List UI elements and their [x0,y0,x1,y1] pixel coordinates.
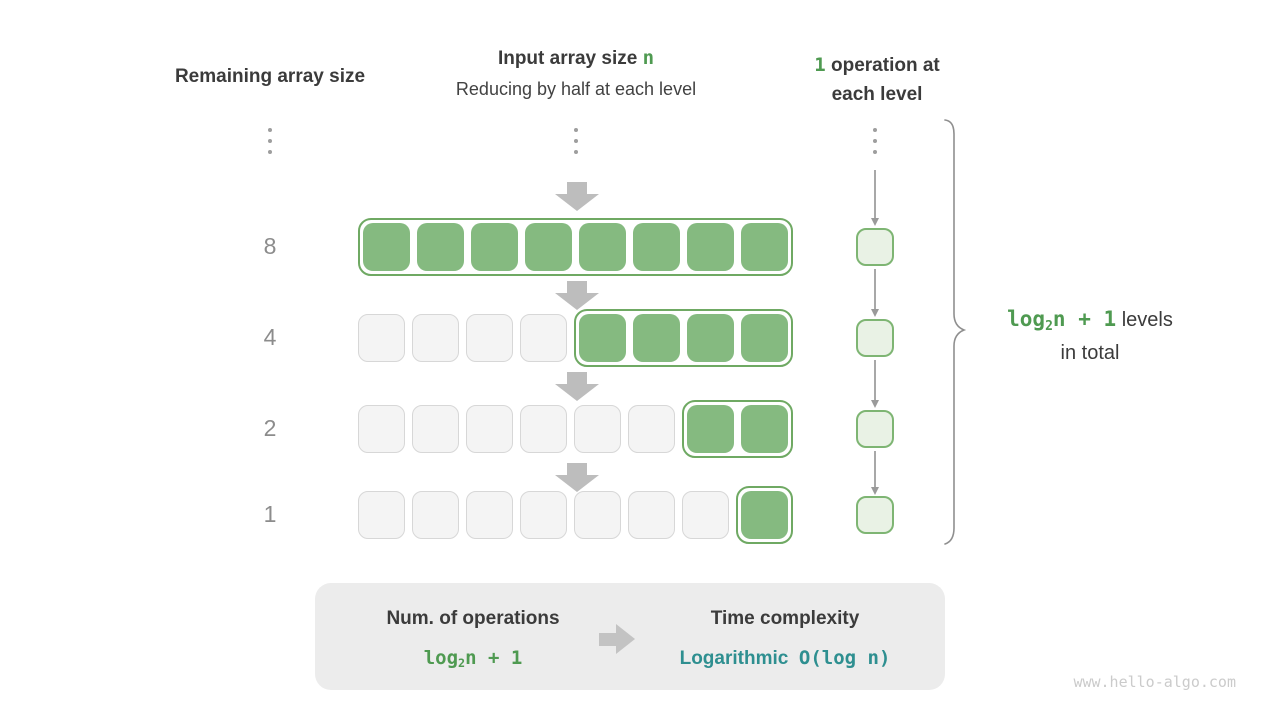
array-cell-empty [520,405,567,453]
array-cell-empty [574,491,621,539]
array-cell-empty [412,491,459,539]
ellipsis-dots-right [872,128,878,154]
active-subarray-outline [682,400,793,458]
operations-title-line2: each level [831,84,923,105]
watermark: www.hello-algo.com [1073,673,1236,691]
array-row [358,486,793,544]
down-arrow-icon [555,372,599,401]
column-header-input-size: Input array size n Reducing by half at e… [400,47,752,100]
variable-n: n [642,47,655,69]
array-cell-active [687,405,734,453]
down-arrow-icon [555,463,599,492]
array-cell-empty [520,491,567,539]
thin-down-arrow-icon [869,269,881,317]
operation-cell [856,319,894,357]
array-cell-active [633,314,680,362]
array-cell-empty [466,314,513,362]
array-row [358,309,793,367]
array-cell-empty [358,491,405,539]
operations-title-line1: 1 operation at [814,54,940,76]
ellipsis-dots-center [573,128,579,154]
array-cell-active [687,223,734,271]
array-cell-empty [682,491,729,539]
levels-brace [944,119,967,545]
array-cell-empty [358,405,405,453]
active-subarray-outline [574,309,793,367]
array-cell-empty [412,314,459,362]
summary-box: Num. of operations log2n + 1 Time comple… [315,583,945,690]
active-subarray-outline [736,486,793,544]
array-row [358,400,793,458]
thin-down-arrow-icon [869,170,881,226]
levels-annotation-line2: in total [1060,342,1120,364]
operation-cell [856,410,894,448]
time-complexity-block: Time complexity Logarithmic O(log n) [637,608,933,670]
operation-cell [856,496,894,534]
array-cell-empty [466,405,513,453]
row-label-8: 8 [263,233,277,259]
array-cell-active [417,223,464,271]
num-operations-formula: log2n + 1 [423,647,523,671]
array-cell-empty [466,491,513,539]
column-header-operations: 1 operation at each level [788,51,966,109]
column-header-remaining-size: Remaining array size [174,66,366,87]
levels-annotation-line1: log2n + 1 levels [1007,307,1173,334]
array-cell-active [687,314,734,362]
row-label-2: 2 [263,415,277,441]
time-complexity-value: Logarithmic O(log n) [679,647,891,669]
array-cell-active [579,314,626,362]
input-size-title: Input array size n [497,47,655,69]
array-cell-active [579,223,626,271]
array-cell-active [633,223,680,271]
thin-down-arrow-icon [869,360,881,408]
array-cell-empty [412,405,459,453]
down-arrow-icon [555,182,599,211]
array-cell-active [525,223,572,271]
array-cell-empty [520,314,567,362]
row-label-1: 1 [263,501,277,527]
num-operations-block: Num. of operations log2n + 1 [333,608,613,671]
input-size-subtitle: Reducing by half at each level [455,79,697,99]
array-cell-active [741,314,788,362]
down-arrow-icon [555,281,599,310]
operation-cell [856,228,894,266]
right-arrow-icon [599,624,635,654]
time-complexity-title: Time complexity [710,608,860,629]
array-cell-active [741,491,788,539]
array-cell-empty [628,491,675,539]
row-label-4: 4 [263,324,277,350]
ellipsis-dots-left [267,128,273,154]
active-subarray-outline [358,218,793,276]
thin-down-arrow-icon [869,451,881,495]
array-cell-active [741,223,788,271]
levels-annotation: log2n + 1 levels in total [982,304,1198,368]
array-cell-active [741,405,788,453]
array-cell-active [471,223,518,271]
array-cell-empty [628,405,675,453]
operations-count: 1 [814,54,826,76]
array-cell-empty [574,405,621,453]
array-row [358,218,793,276]
array-cell-empty [358,314,405,362]
array-cell-active [363,223,410,271]
num-operations-title: Num. of operations [386,608,560,629]
